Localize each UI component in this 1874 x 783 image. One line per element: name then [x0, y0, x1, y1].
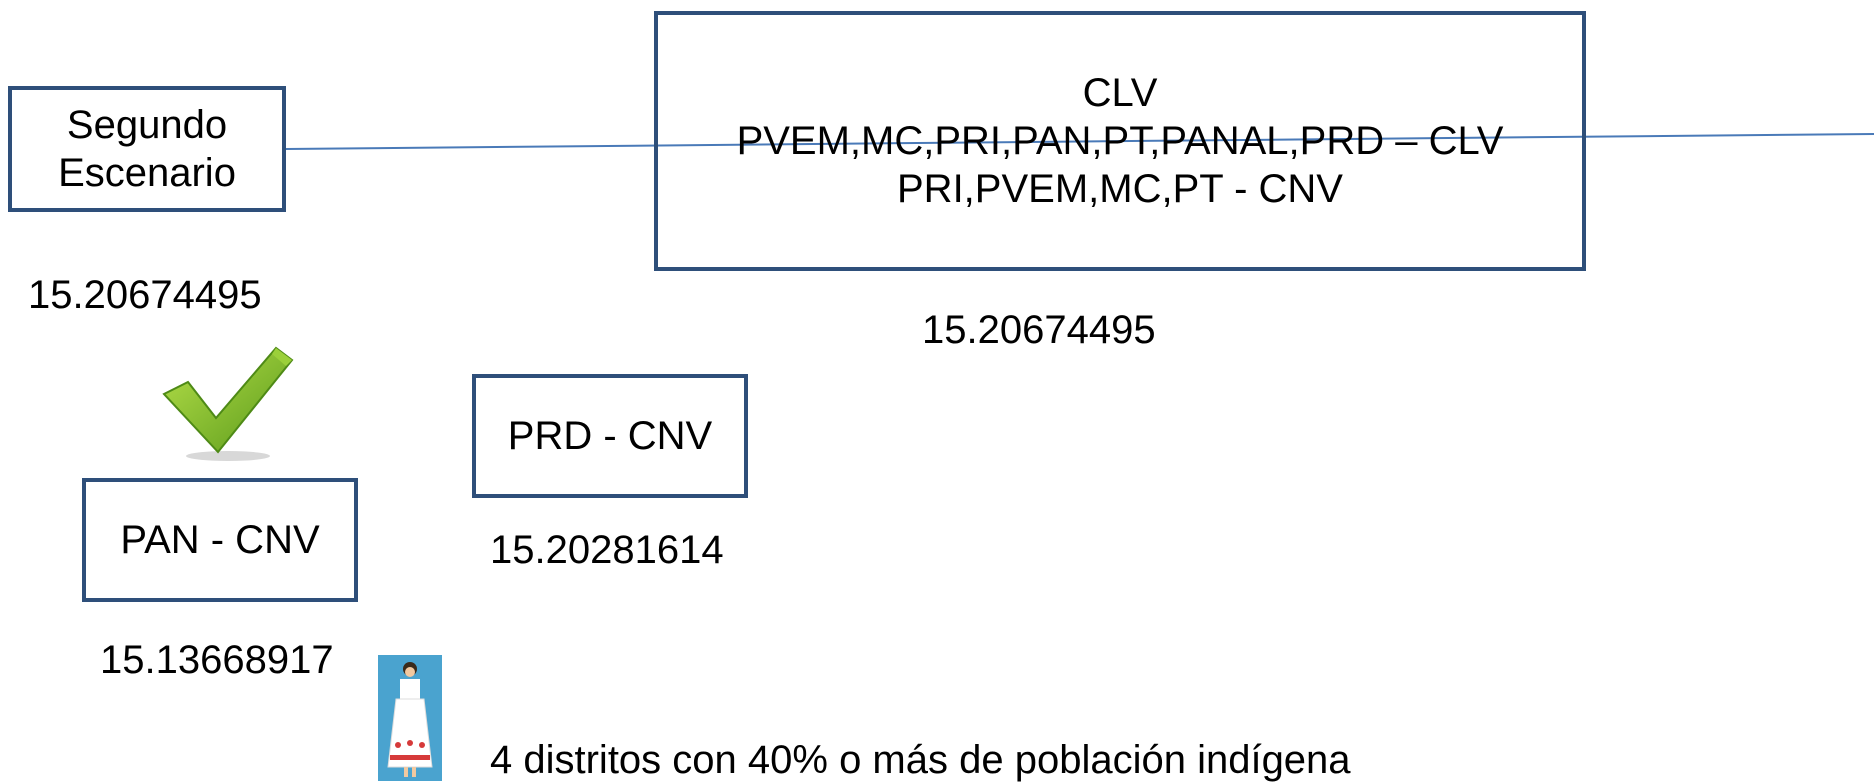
pan-cnv-box: PAN - CNV: [82, 478, 358, 602]
pan-label: PAN - CNV: [120, 518, 320, 562]
segundo-line2: Escenario: [58, 151, 236, 195]
segundo-escenario-box: Segundo Escenario: [8, 86, 286, 212]
clv-line1: CLV: [1082, 71, 1158, 115]
indigenous-districts-note: 4 distritos con 40% o más de población i…: [490, 738, 1351, 782]
pan-value: 15.13668917: [100, 638, 334, 682]
clv-line3: PRI,PVEM,MC,PT - CNV: [897, 167, 1343, 211]
clv-line2: PVEM,MC,PRI,PAN,PT,PANAL,PRD – CLV: [736, 119, 1504, 163]
prd-value: 15.20281614: [490, 528, 724, 572]
prd-label: PRD - CNV: [507, 414, 713, 458]
segundo-value: 15.20674495: [28, 273, 262, 317]
green-checkmark-icon: [162, 346, 294, 461]
prd-cnv-box: PRD - CNV: [472, 374, 748, 498]
segundo-line1: Segundo: [66, 103, 228, 147]
clv-value: 15.20674495: [922, 308, 1156, 352]
clv-box: CLV PVEM,MC,PRI,PAN,PT,PANAL,PRD – CLV P…: [654, 11, 1586, 271]
indigenous-woman-figure-icon: [378, 655, 442, 781]
